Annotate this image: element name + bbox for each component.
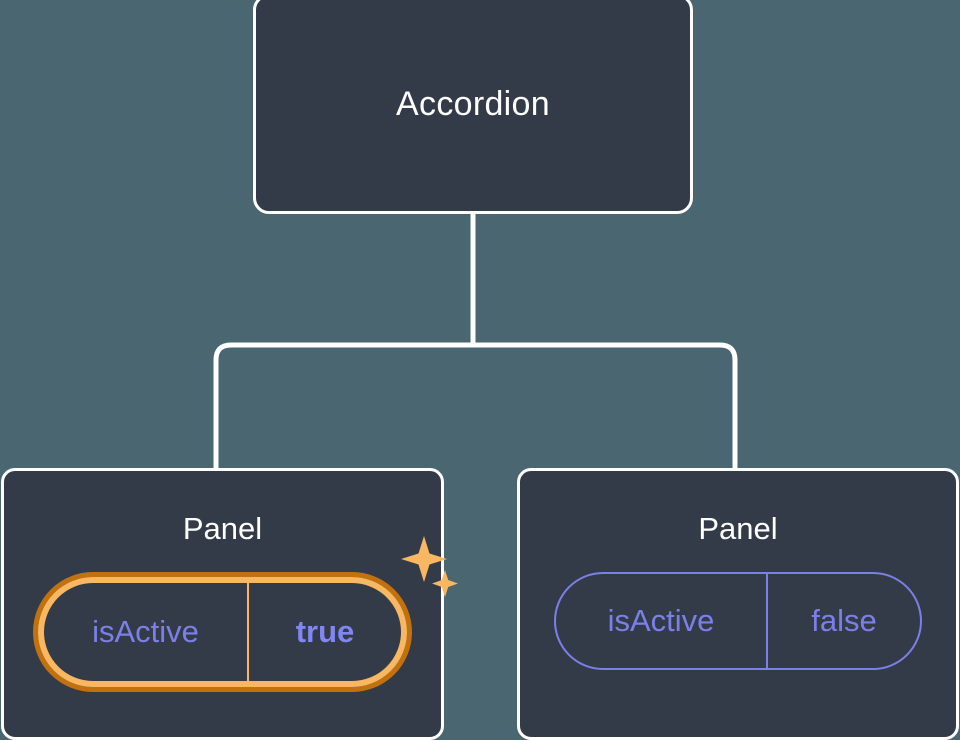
prop-key-isactive-inactive: isActive (556, 574, 768, 668)
sparkle-small-icon (432, 570, 458, 597)
prop-pill-active[interactable]: isActive true (33, 572, 412, 692)
sparkle-large-icon (401, 536, 447, 582)
prop-value-false: false (811, 603, 877, 638)
prop-pill-inactive[interactable]: isActive false (554, 572, 922, 670)
node-panel-inactive-title: Panel (698, 511, 778, 546)
prop-pill-active-inner: isActive true (38, 577, 407, 687)
prop-pill-inactive-wrap: isActive false (554, 572, 922, 670)
node-accordion-title: Accordion (396, 84, 550, 123)
prop-key-isactive-active: isActive (44, 583, 249, 681)
connector-branch-bus (213, 342, 738, 470)
prop-value-true: true (295, 614, 355, 649)
node-panel-inactive[interactable]: Panel isActive false (517, 468, 959, 740)
sparkle-group (401, 536, 458, 597)
node-accordion[interactable]: Accordion (253, 0, 693, 214)
node-panel-active[interactable]: Panel isActive true (1, 468, 458, 740)
prop-pill-active-wrap: isActive true (33, 536, 458, 692)
node-panel-active-title: Panel (182, 511, 263, 546)
